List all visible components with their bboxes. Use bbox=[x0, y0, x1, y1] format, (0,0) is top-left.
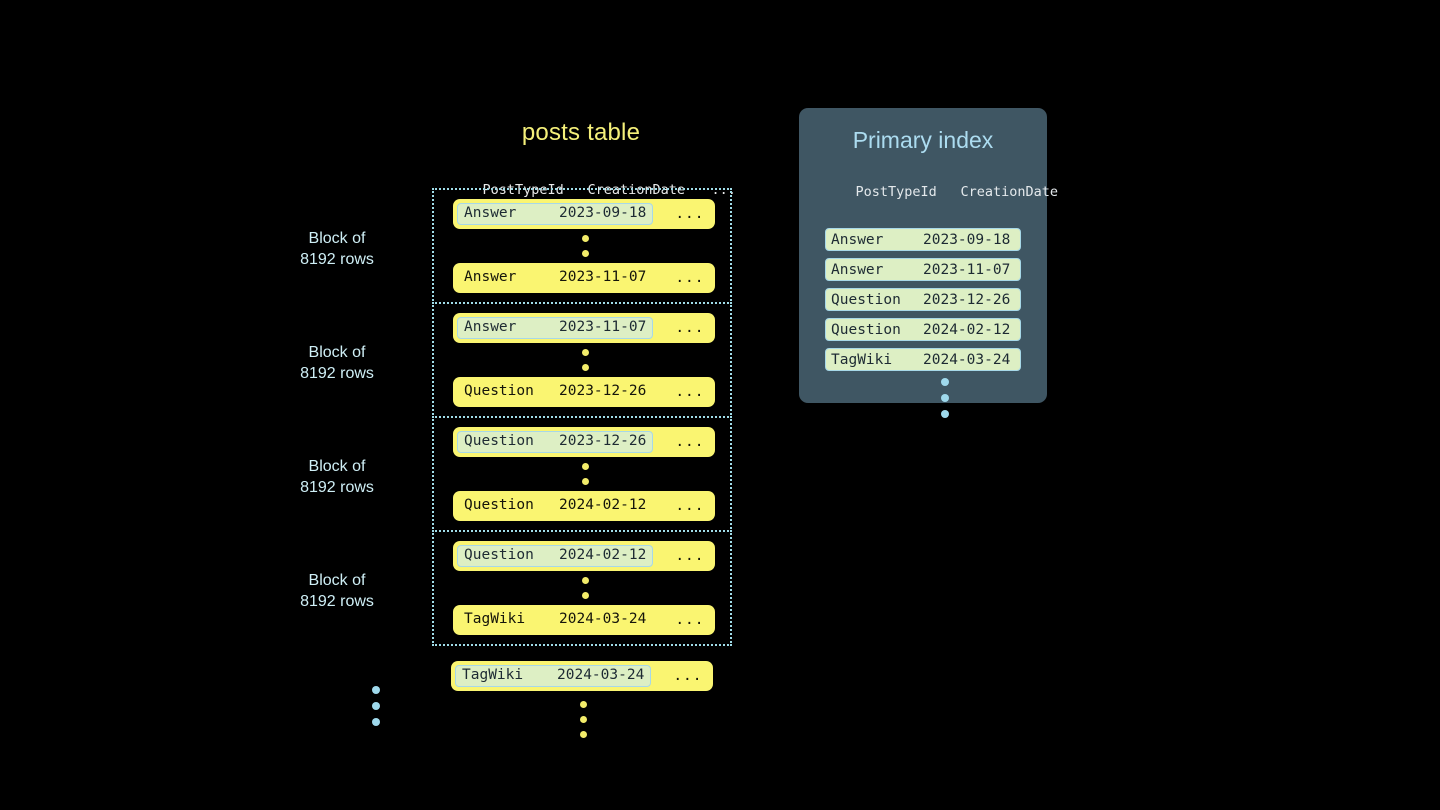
cell-posttypeid: Answer bbox=[464, 205, 517, 221]
table-row[interactable]: Answer 2023-11-07 ... bbox=[453, 263, 715, 293]
primary-index-ellipsis-dots bbox=[941, 378, 949, 418]
column-header-posttypeid: PostTypeId bbox=[855, 184, 937, 200]
index-entry[interactable]: Question 2024-02-12 bbox=[825, 318, 1021, 341]
table-row[interactable]: Question 2024-02-12 ... bbox=[453, 541, 715, 571]
row-content: Question 2023-12-26 bbox=[457, 381, 653, 403]
cell-posttypeid: Answer bbox=[831, 261, 884, 278]
index-entry[interactable]: Question 2023-12-26 bbox=[825, 288, 1021, 311]
cell-creationdate: 2023-09-18 bbox=[559, 205, 647, 221]
indexed-row-highlight: Question 2023-12-26 bbox=[457, 431, 654, 453]
cell-creationdate: 2024-02-12 bbox=[559, 547, 647, 563]
indexed-row-highlight: Answer 2023-09-18 bbox=[457, 203, 654, 225]
table-row[interactable]: TagWiki 2024-03-24 ... bbox=[453, 605, 715, 635]
table-row[interactable]: Question 2024-02-12 ... bbox=[453, 491, 715, 521]
cell-ellipsis: ... bbox=[675, 548, 705, 564]
cell-creationdate: 2023-12-26 bbox=[559, 433, 647, 449]
trailing-row-wrapper: TagWiki 2024-03-24 ... bbox=[432, 661, 732, 738]
row-content: TagWiki 2024-03-24 bbox=[457, 609, 653, 631]
posts-table-column-headers: PostTypeId CreationDate... bbox=[450, 166, 736, 214]
table-row[interactable]: Question 2023-12-26 ... bbox=[453, 427, 715, 457]
block-label: Block of 8192 rows bbox=[300, 572, 374, 610]
cell-ellipsis: ... bbox=[675, 320, 705, 336]
block-label: Block of 8192 rows bbox=[300, 344, 374, 382]
posts-table-section: posts table PostTypeId CreationDate... Bl… bbox=[300, 118, 736, 738]
table-block: Block of 8192 rows Question 2024-02-12 ..… bbox=[300, 530, 732, 646]
cell-ellipsis: ... bbox=[675, 498, 705, 514]
cell-posttypeid: TagWiki bbox=[831, 351, 893, 368]
cell-ellipsis: ... bbox=[675, 434, 705, 450]
cell-posttypeid: Question bbox=[464, 497, 534, 513]
cell-creationdate: 2023-11-07 bbox=[559, 319, 647, 335]
cell-creationdate: 2024-02-12 bbox=[923, 321, 1011, 338]
index-entry[interactable]: Answer 2023-11-07 bbox=[825, 258, 1021, 281]
cell-posttypeid: Question bbox=[464, 383, 534, 399]
primary-index-column-headers: PostTypeId CreationDate bbox=[799, 168, 1059, 216]
cell-creationdate: 2023-12-26 bbox=[923, 291, 1011, 308]
cell-posttypeid: TagWiki bbox=[464, 611, 526, 627]
cell-posttypeid: Question bbox=[831, 291, 901, 308]
indexed-row-highlight: Answer 2023-11-07 bbox=[457, 317, 654, 339]
block-label: Block of 8192 rows bbox=[300, 458, 374, 496]
posts-table-title: posts table bbox=[521, 119, 641, 146]
cell-creationdate: 2024-03-24 bbox=[559, 611, 647, 627]
cell-creationdate: 2023-09-18 bbox=[923, 231, 1011, 248]
cell-posttypeid: Question bbox=[831, 321, 901, 338]
cell-posttypeid: Question bbox=[464, 547, 534, 563]
cell-ellipsis: ... bbox=[673, 668, 703, 684]
cell-ellipsis: ... bbox=[675, 384, 705, 400]
table-block: Block of 8192 rows Question 2023-12-26 ..… bbox=[300, 416, 732, 532]
index-entry[interactable]: TagWiki 2024-03-24 bbox=[825, 348, 1021, 371]
cell-creationdate: 2023-12-26 bbox=[559, 383, 647, 399]
cell-creationdate: 2024-02-12 bbox=[559, 497, 647, 513]
cell-creationdate: 2023-11-07 bbox=[559, 269, 647, 285]
column-header-creationdate: CreationDate bbox=[587, 182, 686, 198]
table-ellipsis-dots bbox=[580, 701, 587, 738]
row-content: Question 2024-02-12 bbox=[457, 495, 653, 517]
table-row[interactable]: Question 2023-12-26 ... bbox=[453, 377, 715, 407]
cell-posttypeid: Answer bbox=[464, 269, 517, 285]
cell-posttypeid: Question bbox=[464, 433, 534, 449]
cell-ellipsis: ... bbox=[675, 612, 705, 628]
table-row[interactable]: TagWiki 2024-03-24 ... bbox=[451, 661, 713, 691]
blocks-ellipsis-dots bbox=[372, 686, 380, 726]
cell-ellipsis: ... bbox=[675, 206, 705, 222]
cell-posttypeid: Answer bbox=[831, 231, 884, 248]
cell-creationdate: 2024-03-24 bbox=[923, 351, 1011, 368]
primary-index-panel: Primary index PostTypeId CreationDate Ans… bbox=[799, 108, 1059, 418]
row-content: Answer 2023-11-07 bbox=[457, 267, 653, 289]
column-header-posttypeid: PostTypeId bbox=[482, 182, 564, 198]
cell-posttypeid: Answer bbox=[464, 319, 517, 335]
column-header-ellipsis: ... bbox=[711, 182, 736, 198]
primary-index-rows: Answer 2023-09-18 Answer 2023-11-07 Questi… bbox=[799, 228, 1047, 418]
cell-ellipsis: ... bbox=[675, 270, 705, 286]
cell-posttypeid: TagWiki bbox=[462, 667, 524, 683]
table-row[interactable]: Answer 2023-11-07 ... bbox=[453, 313, 715, 343]
block-label: Block of 8192 rows bbox=[300, 230, 374, 268]
cell-creationdate: 2024-03-24 bbox=[557, 667, 645, 683]
cell-creationdate: 2023-11-07 bbox=[923, 261, 1011, 278]
indexed-row-highlight: Question 2024-02-12 bbox=[457, 545, 654, 567]
column-header-creationdate: CreationDate bbox=[960, 184, 1059, 200]
indexed-row-highlight: TagWiki 2024-03-24 bbox=[455, 665, 652, 687]
table-row[interactable]: Answer 2023-09-18 ... bbox=[453, 199, 715, 229]
primary-index-title: Primary index bbox=[852, 127, 994, 153]
index-entry[interactable]: Answer 2023-09-18 bbox=[825, 228, 1021, 251]
